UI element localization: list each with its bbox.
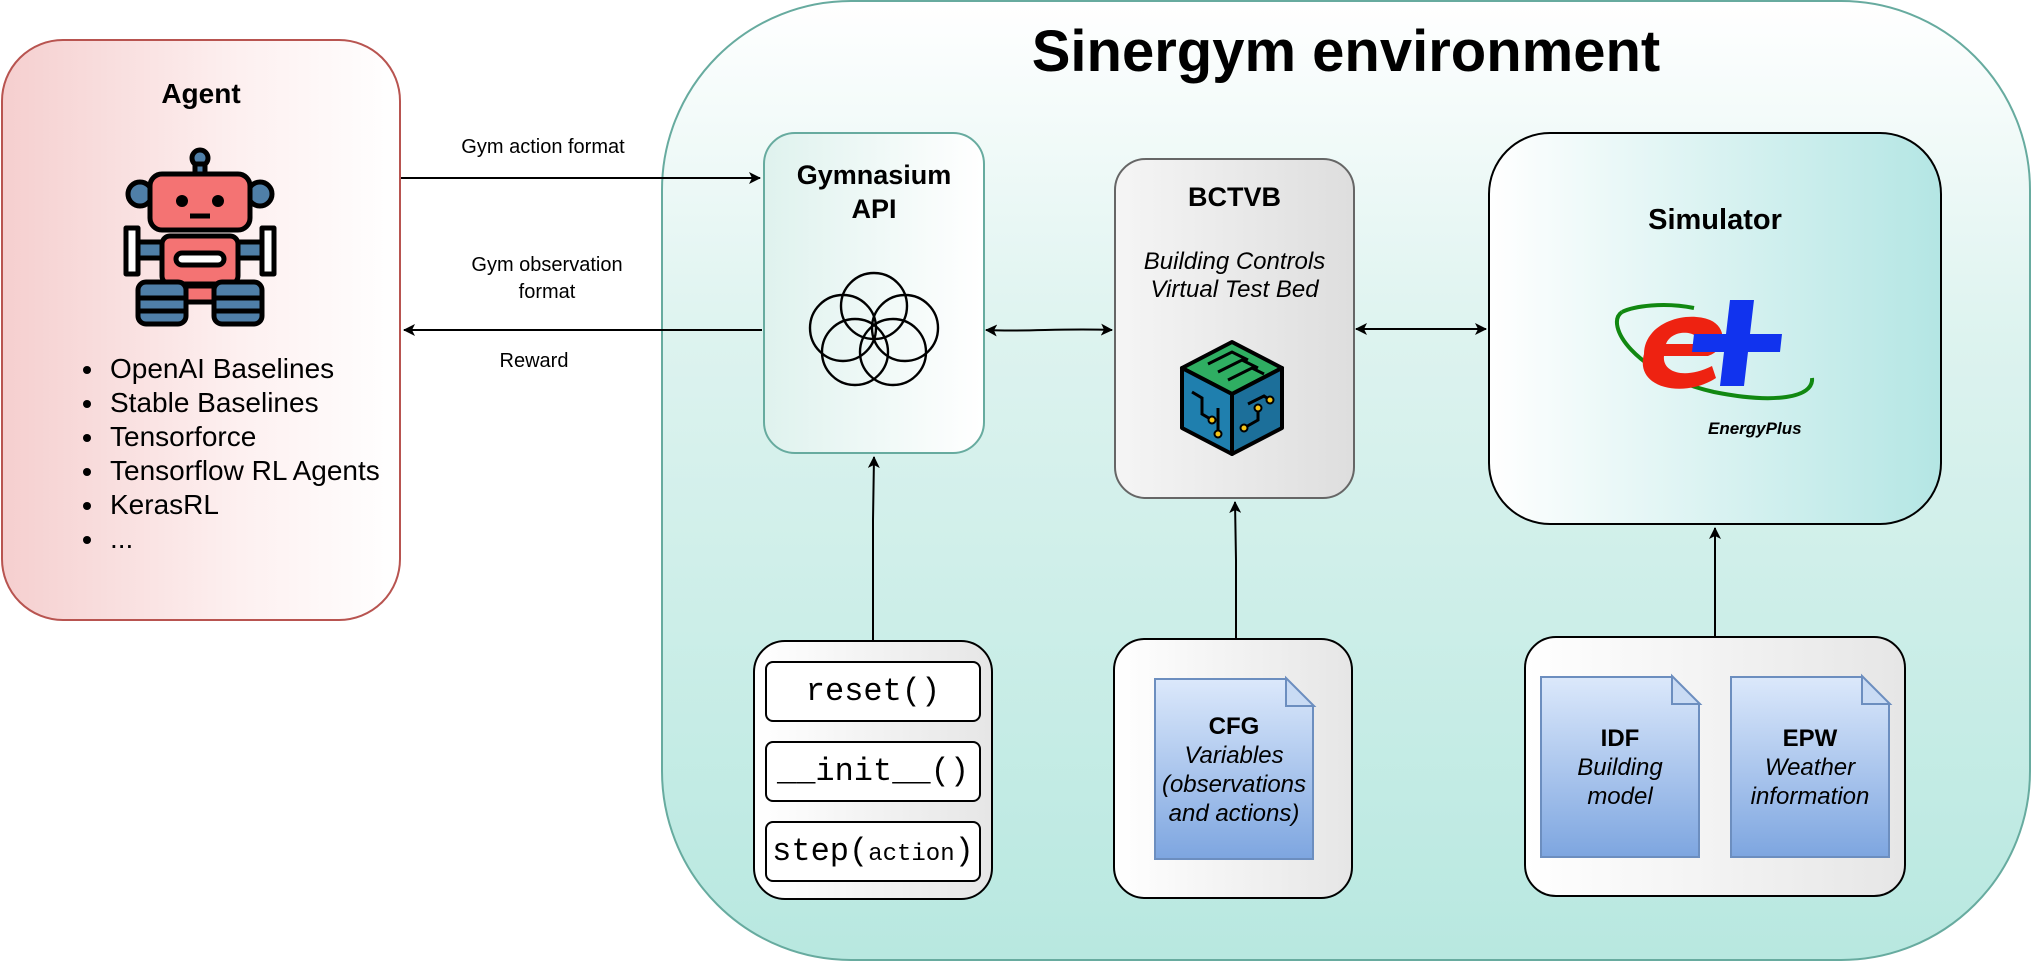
bctvb-subtitle: Building Controls Virtual Test Bed [1114, 248, 1355, 304]
idf-line1: Building [1577, 754, 1663, 781]
bctvb-title: BCTVB [1188, 182, 1281, 212]
step-method-close: ) [954, 833, 974, 870]
epw-title: EPW [1782, 725, 1838, 752]
flower-of-life-icon [808, 271, 940, 387]
list-item: Stable Baselines [106, 386, 380, 420]
gymnasium-api-box [763, 132, 985, 454]
list-item: OpenAI Baselines [106, 352, 380, 386]
idf-line2: model [1587, 783, 1653, 810]
robot-icon [123, 147, 277, 327]
reset-method: reset() [765, 661, 981, 722]
energyplus-logo-text: EnergyPlus [1708, 419, 1802, 438]
cfg-line1: Variables [1184, 742, 1284, 769]
gymnasium-title: Gymnasium API [763, 158, 985, 226]
energyplus-logo: EnergyPlus [1615, 300, 1814, 438]
list-item: KerasRL [106, 488, 380, 522]
cfg-title: CFG [1208, 713, 1260, 740]
gymnasium-title-line1: Gymnasium [796, 160, 952, 190]
observation-format-label: Gym observation format [432, 252, 662, 306]
agent-panel [1, 39, 401, 621]
agent-title: Agent [161, 78, 241, 109]
observation-label-line2: format [518, 281, 576, 303]
gymnasium-title-line2: API [851, 194, 897, 224]
list-item: Tensorflow RL Agents [106, 454, 380, 488]
bctvb-subtitle-line1: Building Controls [1143, 248, 1326, 275]
list-item: ... [106, 522, 380, 556]
environment-title: Sinergym environment [1031, 19, 1661, 84]
circuit-cube-icon [1180, 340, 1284, 456]
epw-line1: Weather [1764, 754, 1856, 781]
observation-label-line1: Gym observation [471, 254, 623, 276]
epw-line2: information [1750, 783, 1870, 810]
step-method-name: step( [772, 833, 869, 870]
cfg-line2: (observations [1161, 771, 1307, 798]
cfg-document: CFG Variables (observations and actions) [1154, 678, 1314, 860]
bctvb-subtitle-line2: Virtual Test Bed [1150, 276, 1319, 303]
cfg-line3: and actions) [1168, 800, 1300, 827]
idf-title: IDF [1600, 725, 1640, 752]
list-item: Tensorforce [106, 420, 380, 454]
reward-label: Reward [499, 350, 569, 372]
init-method: __init__() [765, 741, 981, 802]
action-format-label: Gym action format [461, 136, 625, 158]
rl-library-list: OpenAI Baselines Stable Baselines Tensor… [68, 352, 380, 556]
simulator-title: Simulator [1648, 204, 1782, 236]
epw-document: EPW Weather information [1730, 676, 1890, 858]
step-method: step(action) [765, 821, 981, 882]
idf-document: IDF Building model [1540, 676, 1700, 858]
step-method-arg: action [868, 841, 955, 868]
